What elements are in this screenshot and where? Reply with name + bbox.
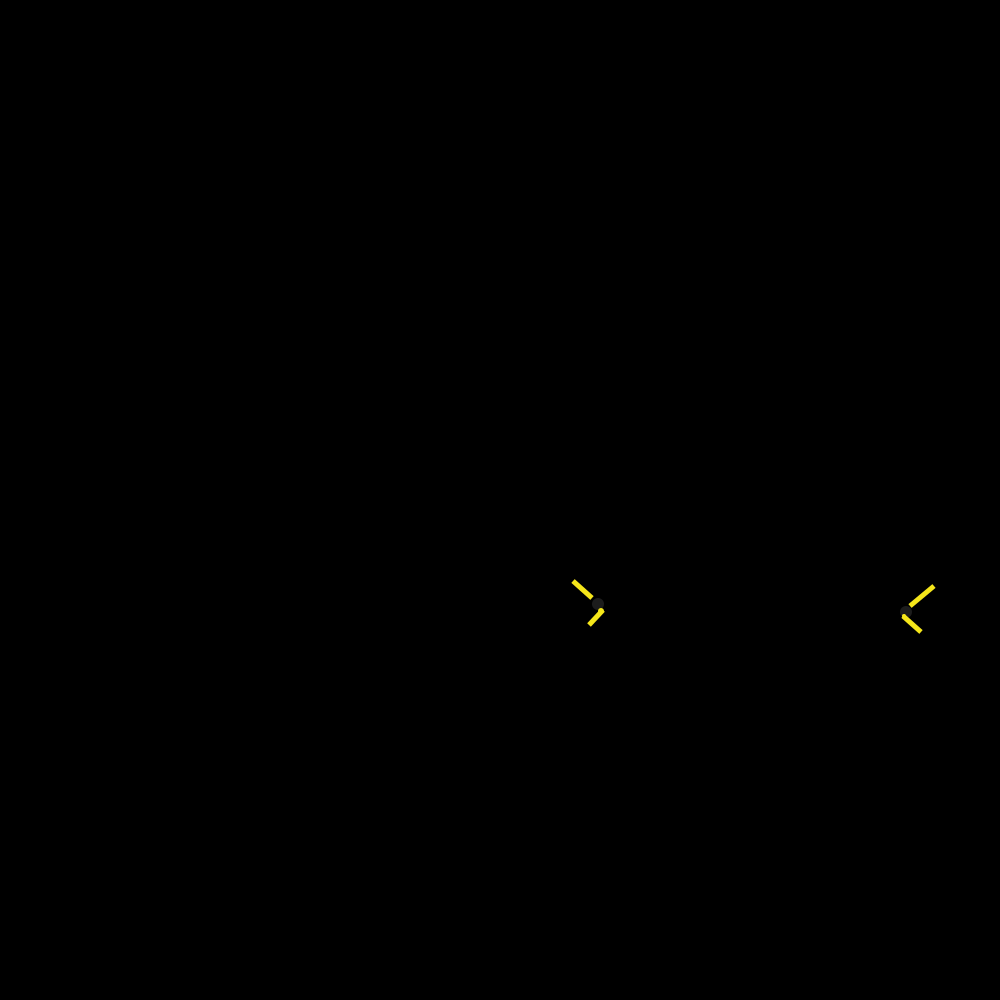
jointed-arm-icon <box>900 584 936 634</box>
limb-joint <box>592 598 604 610</box>
limb-lower-segment <box>901 614 923 634</box>
limb-joint-tip <box>598 608 604 614</box>
limb-upper-segment <box>908 584 936 608</box>
jointed-arm-icon <box>571 579 605 627</box>
limb-upper-segment <box>571 579 594 600</box>
limb-joint-tip <box>902 614 906 618</box>
